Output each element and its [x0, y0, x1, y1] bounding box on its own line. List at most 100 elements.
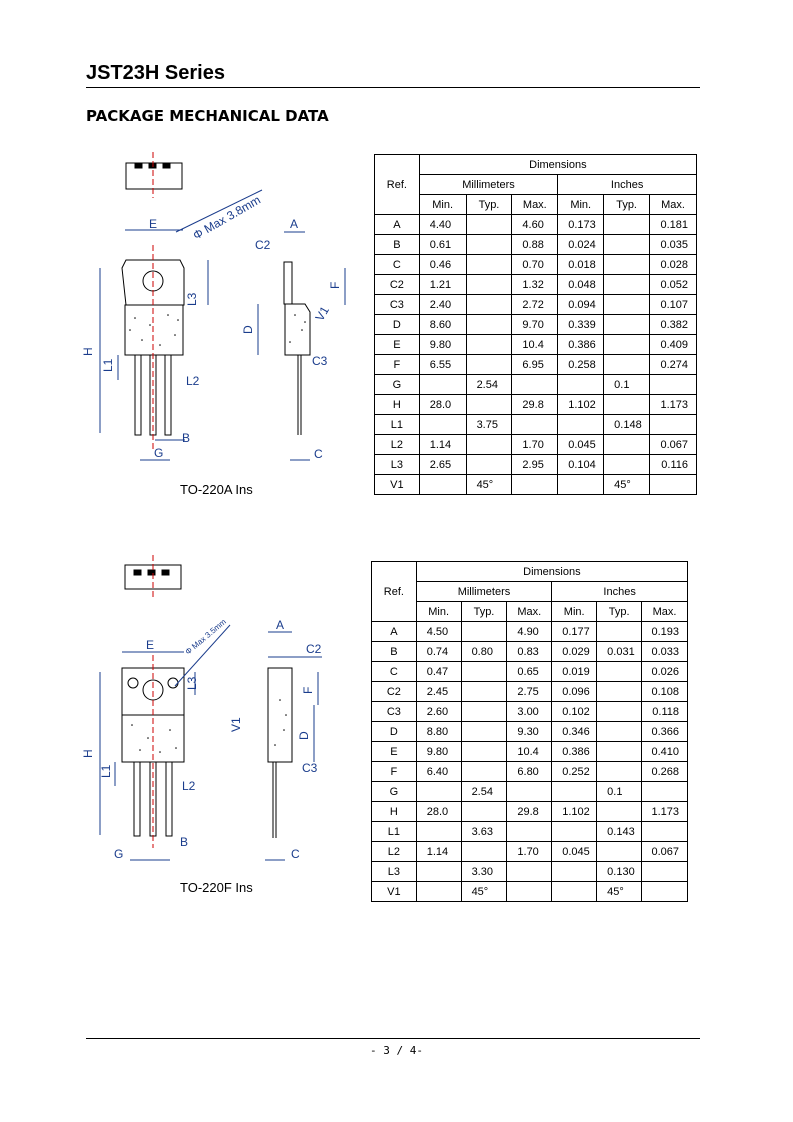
ref-cell: C3 — [374, 294, 420, 315]
label-l2: L2 — [182, 779, 196, 793]
value-cell: 1.70 — [506, 841, 553, 862]
value-cell: 9.80 — [418, 334, 467, 355]
page-number: - 3 / 4- — [370, 1044, 423, 1057]
col-header: Min. — [551, 601, 598, 622]
label-l2: L2 — [186, 374, 200, 388]
ref-cell: A — [371, 621, 417, 642]
label-e: E — [149, 217, 157, 231]
value-cell — [596, 841, 643, 862]
value-cell — [649, 474, 697, 495]
value-cell: 0.102 — [551, 701, 598, 722]
label-h: H — [81, 347, 95, 356]
ref-header: Ref. — [371, 561, 417, 622]
value-cell: 0.052 — [649, 274, 697, 295]
value-cell: 0.107 — [649, 294, 697, 315]
col-header: Min. — [415, 601, 462, 622]
value-cell: 9.80 — [415, 741, 462, 762]
label-b: B — [180, 835, 188, 849]
value-cell: 0.018 — [557, 254, 605, 275]
to220a-body — [124, 304, 184, 356]
label-b: B — [182, 431, 190, 445]
ref-cell: H — [371, 801, 417, 822]
value-cell — [506, 861, 553, 882]
page-title: JST23H Series — [86, 62, 225, 84]
ref-cell: V1 — [371, 881, 417, 902]
value-cell: 2.54 — [460, 781, 508, 802]
value-cell: 2.60 — [415, 701, 462, 722]
label-hole: Φ Max 3.5mm — [184, 617, 229, 657]
label-l1: L1 — [99, 764, 113, 778]
label-f: F — [301, 687, 315, 694]
value-cell: 45° — [460, 881, 508, 902]
ref-cell: C — [371, 661, 417, 682]
value-cell: 0.108 — [641, 681, 688, 702]
value-cell: 0.033 — [641, 641, 688, 662]
to220a-side-body — [284, 303, 311, 356]
value-cell — [596, 801, 643, 822]
value-cell — [641, 821, 688, 842]
value-cell — [641, 881, 688, 902]
ref-cell: L3 — [371, 861, 417, 882]
value-cell — [641, 781, 688, 802]
value-cell — [460, 621, 508, 642]
value-cell: 0.61 — [418, 234, 467, 255]
label-g: G — [154, 446, 163, 460]
value-cell: 6.95 — [511, 354, 559, 375]
col-header: Max. — [641, 601, 688, 622]
value-cell — [551, 821, 598, 842]
value-cell — [551, 861, 598, 882]
value-cell: 0.80 — [460, 641, 508, 662]
value-cell: 4.90 — [506, 621, 553, 642]
value-cell — [460, 841, 508, 862]
value-cell: 8.80 — [415, 721, 462, 742]
label-v1: V1 — [312, 304, 332, 324]
col-header: Typ. — [603, 194, 651, 215]
section-heading: PACKAGE MECHANICAL DATA — [86, 107, 329, 125]
value-cell — [596, 681, 643, 702]
value-cell — [415, 821, 462, 842]
value-cell: 1.14 — [418, 434, 467, 455]
value-cell: 0.268 — [641, 761, 688, 782]
value-cell: 2.45 — [415, 681, 462, 702]
ref-cell: V1 — [374, 474, 420, 495]
value-cell: 4.50 — [415, 621, 462, 642]
value-cell: 0.019 — [551, 661, 598, 682]
dimensions-header: Dimensions — [415, 561, 689, 582]
value-cell: 0.130 — [596, 861, 643, 882]
value-cell: 1.173 — [641, 801, 688, 822]
value-cell: 0.386 — [551, 741, 598, 762]
value-cell: 0.045 — [551, 841, 598, 862]
value-cell: 0.252 — [551, 761, 598, 782]
ref-cell: G — [371, 781, 417, 802]
value-cell: 3.00 — [506, 701, 553, 722]
value-cell: 6.80 — [506, 761, 553, 782]
value-cell — [460, 681, 508, 702]
label-c: C — [291, 847, 300, 861]
col-header: Typ. — [460, 601, 508, 622]
label-c2: C2 — [255, 238, 271, 252]
value-cell: 0.47 — [415, 661, 462, 682]
value-cell — [506, 881, 553, 902]
package-label: TO-220A Ins — [180, 482, 253, 497]
value-cell: 0.118 — [641, 701, 688, 722]
value-cell — [506, 781, 553, 802]
value-cell: 0.143 — [596, 821, 643, 842]
value-cell: 10.4 — [511, 334, 559, 355]
package-label: TO-220F Ins — [180, 880, 253, 895]
header-rule — [86, 87, 700, 88]
ref-cell: C2 — [371, 681, 417, 702]
ref-cell: F — [371, 761, 417, 782]
value-cell: 10.4 — [506, 741, 553, 762]
value-cell: 0.094 — [557, 294, 605, 315]
